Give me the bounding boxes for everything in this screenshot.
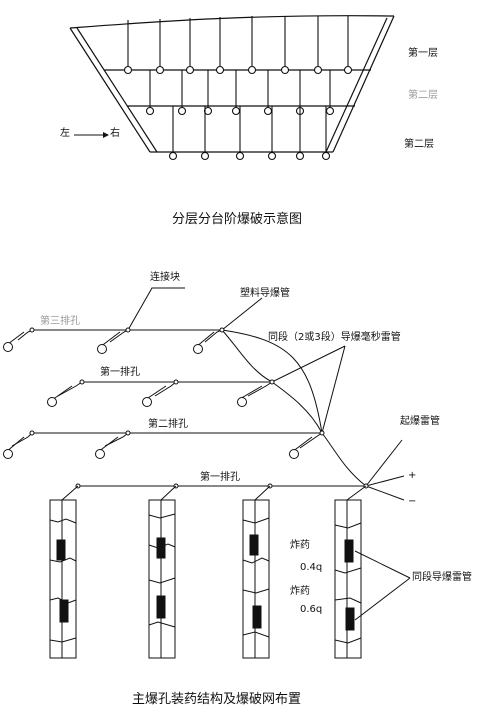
label-direction-right: 右 (110, 128, 120, 139)
label-explosive-2: 炸药 (290, 586, 310, 597)
left-slope-outer (69, 27, 151, 153)
label-same-section-detonator: 同段导爆雷管 (412, 572, 472, 583)
connector-nodes (29, 327, 369, 489)
left-slope-inner (76, 27, 158, 153)
label-charge-2: 0.6q (300, 604, 323, 615)
label-same-section-delay: 同段（2或3段）导爆毫秒雷管 (268, 332, 401, 343)
trapezoid-section (69, 15, 395, 153)
hole-circles (3, 342, 299, 459)
holes-layer-2 (145, 70, 335, 116)
label-layer-mid: 第二层 (408, 90, 438, 101)
holes-layer-3 (168, 106, 331, 161)
label-row-2: 第二排孔 (148, 419, 188, 430)
right-slope-outer (332, 15, 395, 153)
charge-columns (49, 485, 411, 659)
label-minus: − (408, 496, 417, 507)
label-direction-left: 左 (60, 128, 70, 139)
label-connector-block: 连接块 (150, 272, 180, 283)
ground-surface-line (69, 15, 395, 29)
label-plus: + (408, 470, 417, 481)
label-layer-3: 第二层 (404, 139, 434, 150)
label-row-3: 第一排孔 (200, 472, 240, 483)
label-detonator: 起爆雷管 (400, 416, 440, 427)
label-charge-1: 0.4q (300, 562, 323, 573)
right-slope-inner (325, 17, 388, 153)
label-layer-1: 第一层 (408, 48, 438, 59)
label-plastic-tube: 塑料导爆管 (240, 288, 290, 299)
direction-arrow (74, 132, 109, 138)
label-row-1: 第一排孔 (100, 367, 140, 378)
holes-layer-1 (123, 16, 353, 75)
caption-bottom: 主爆孔装药结构及爆破网布置 (132, 692, 302, 707)
label-faint-row: 第三排孔 (40, 316, 80, 327)
caption-top: 分层分台阶爆破示意图 (172, 212, 303, 227)
label-explosive-1: 炸药 (290, 540, 310, 551)
